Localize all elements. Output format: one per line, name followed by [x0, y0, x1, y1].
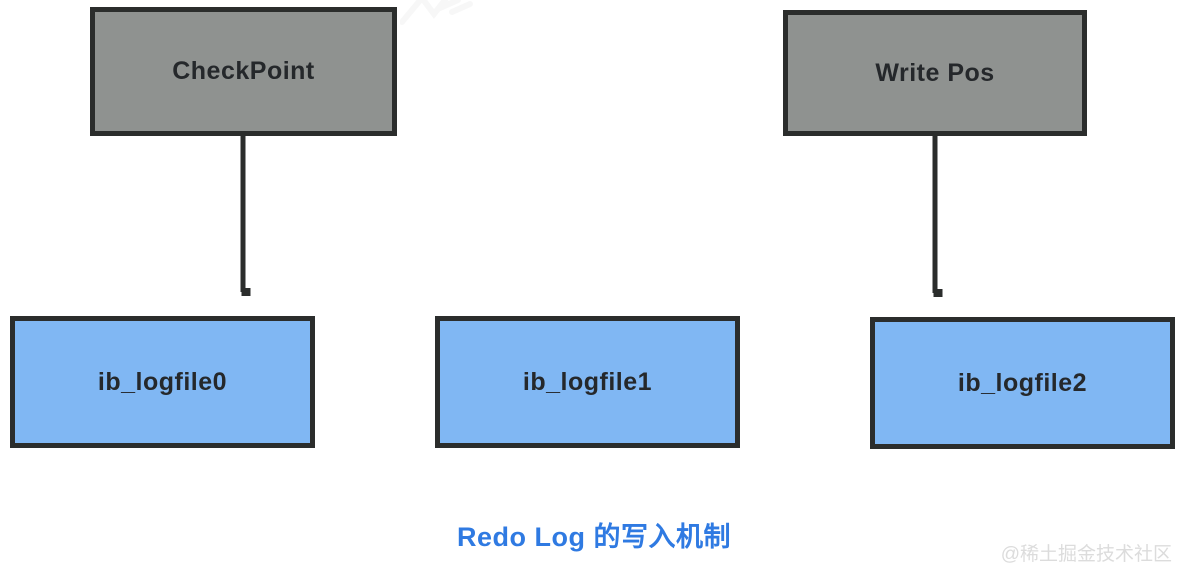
- diagram-caption: Redo Log 的写入机制: [457, 522, 731, 552]
- clipped-watermark-fragment: [400, 0, 473, 25]
- write-pos-box: Write Pos: [783, 10, 1087, 136]
- site-watermark: @稀土掘金技术社区: [1000, 544, 1172, 565]
- ib-logfile2-label: ib_logfile2: [957, 368, 1088, 397]
- ib-logfile2-box: ib_logfile2: [870, 317, 1175, 449]
- ib-logfile0-label: ib_logfile0: [97, 367, 228, 396]
- checkpoint-box: CheckPoint: [90, 7, 397, 136]
- ib-logfile1-box: ib_logfile1: [435, 316, 740, 448]
- ib-logfile0-box: ib_logfile0: [10, 316, 315, 448]
- write-pos-label: Write Pos: [875, 58, 995, 87]
- checkpoint-label: CheckPoint: [172, 57, 315, 85]
- ib-logfile1-label: ib_logfile1: [522, 367, 653, 396]
